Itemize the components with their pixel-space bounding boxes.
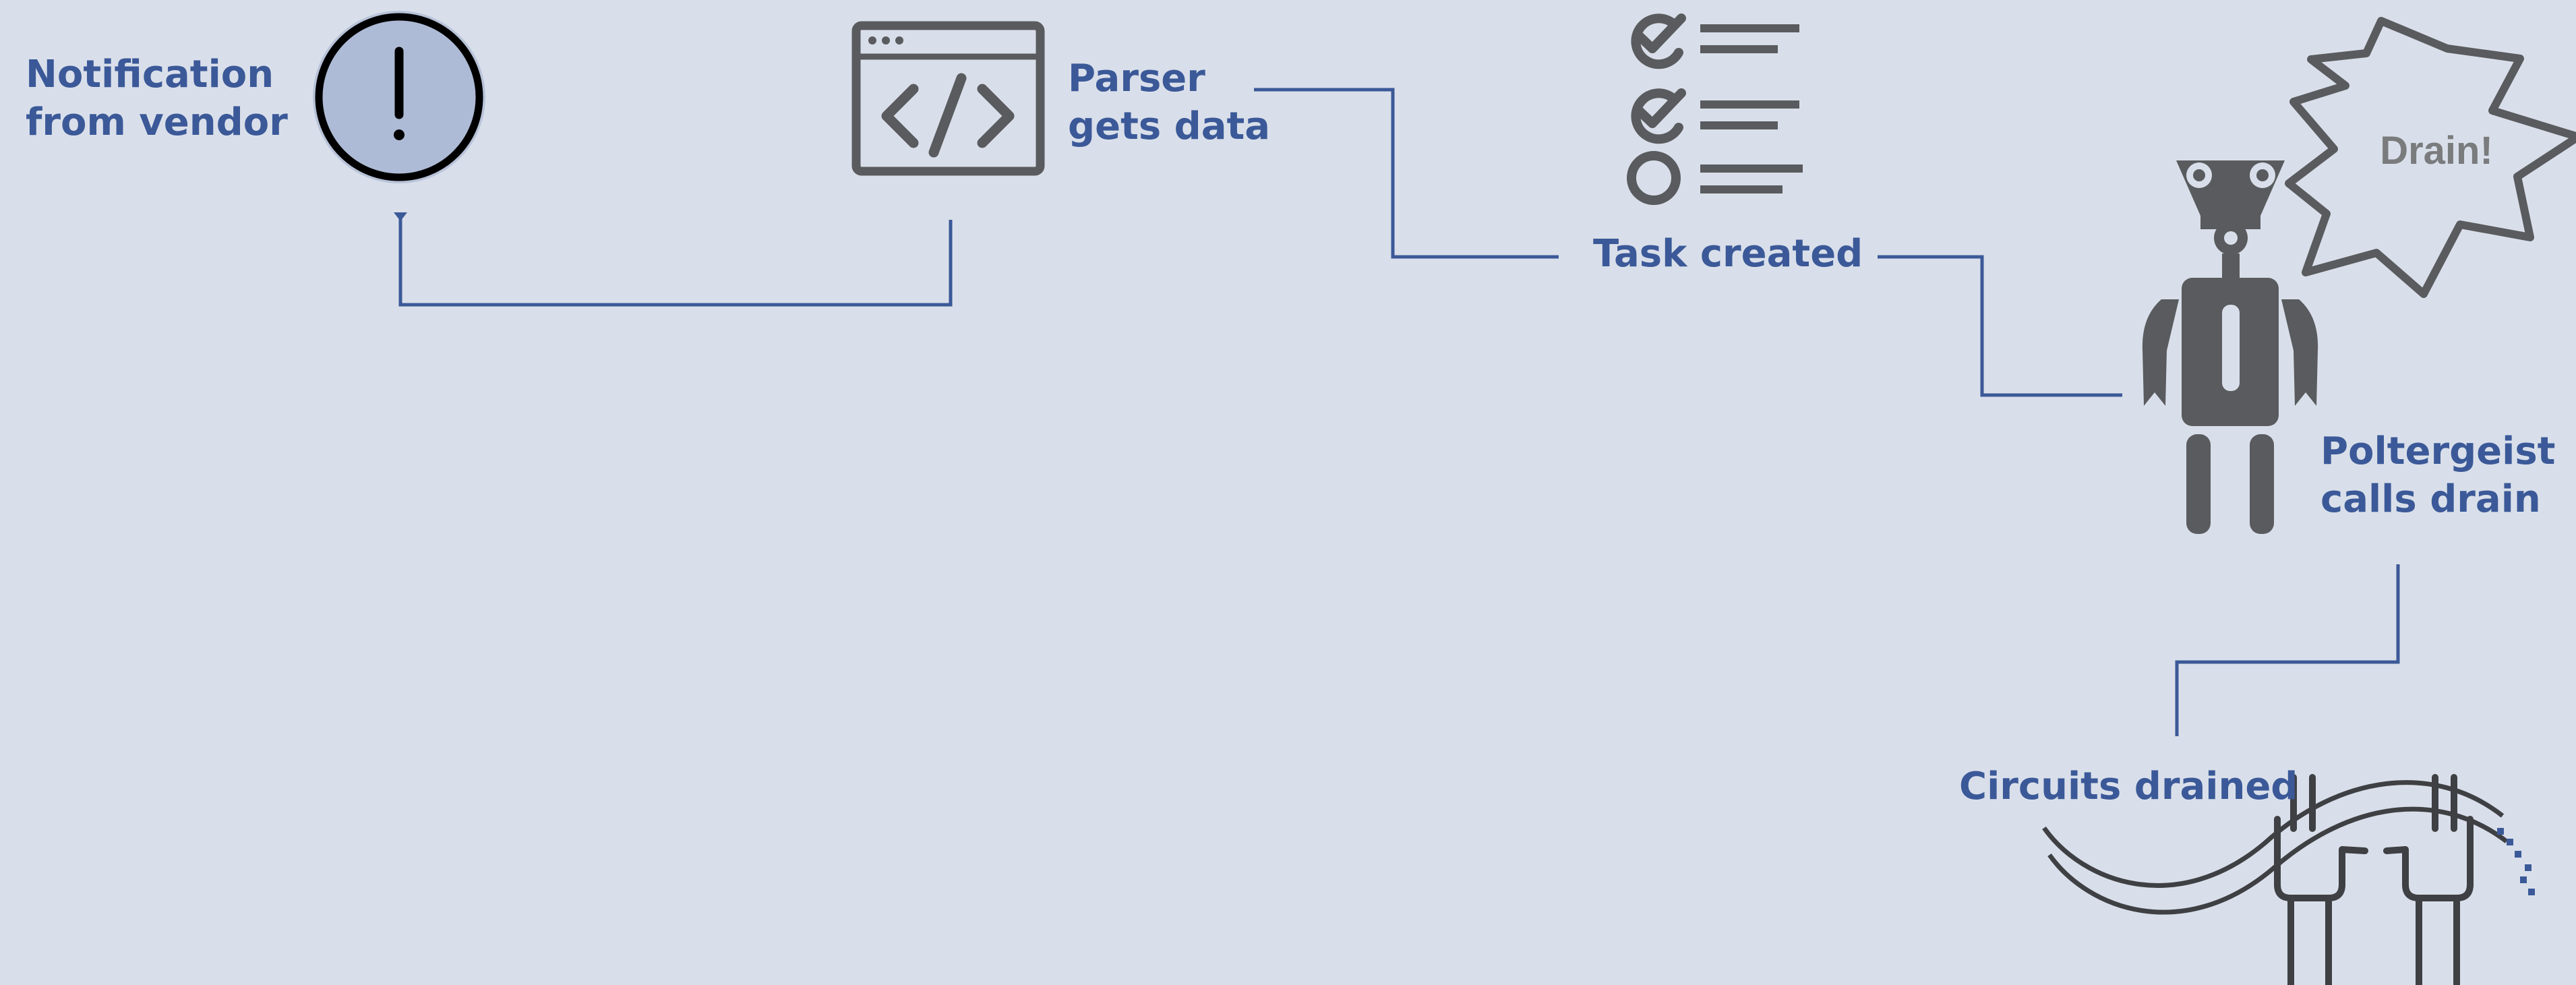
unplugged-cables-icon — [2042, 774, 2535, 985]
notification-label: Notification from vendor — [26, 51, 288, 146]
connector-task-to-poltergeist — [1878, 255, 2122, 397]
drain-burst-bubble — [2285, 17, 2576, 298]
notification-label-line1: Notification — [26, 53, 274, 96]
task-created-label: Task created — [1593, 232, 1863, 276]
connector-parser-to-notification — [398, 214, 953, 307]
code-window-icon — [851, 21, 1045, 176]
parser-label: Parser gets data — [1068, 55, 1270, 150]
connector-poltergeist-to-circuits — [2175, 564, 2400, 736]
poltergeist-label: Poltergeist calls drain — [2320, 427, 2555, 523]
circuits-drained-label: Circuits drained — [1959, 765, 2298, 808]
alert-icon — [313, 11, 485, 183]
parser-label-line2: gets data — [1068, 105, 1271, 148]
parser-label-line1: Parser — [1068, 57, 1205, 100]
robot-icon — [2142, 160, 2318, 534]
poltergeist-label-line2: calls drain — [2320, 477, 2541, 521]
drain-bubble-text: Drain! — [2380, 129, 2493, 173]
checklist-icon — [1627, 13, 1803, 205]
notification-label-line2: from vendor — [26, 100, 288, 144]
poltergeist-label-line1: Poltergeist — [2320, 429, 2556, 473]
arrowhead-notification — [394, 212, 407, 221]
connector-parser-to-task — [1254, 88, 1559, 259]
